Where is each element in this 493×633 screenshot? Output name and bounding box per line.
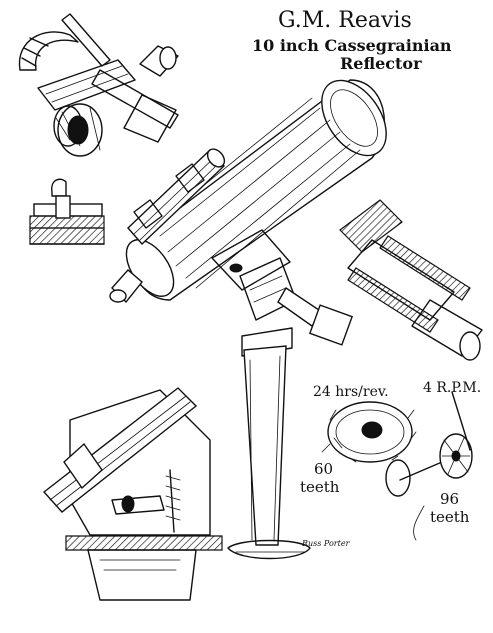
right-gear-teeth-word: teeth (430, 508, 470, 526)
title-line2: 10 inch Cassegrainian (252, 36, 452, 55)
bracket-detail-sketch (18, 13, 179, 157)
finder-scope (127, 148, 226, 246)
right-gear-teeth-count: 96 (440, 490, 459, 508)
clamp-section-sketch (29, 178, 105, 245)
drive-gear-sketch (321, 391, 473, 541)
left-gear-teeth-count: 60 (314, 460, 333, 478)
tube-cradle (211, 229, 354, 346)
pier-column (227, 327, 311, 560)
rev-rate-label: 24 hrs/rev. (313, 384, 389, 400)
left-gear-teeth-word: teeth (300, 478, 340, 496)
rpm-label: 4 R.P.M. (423, 380, 481, 396)
tube-section-sketch (339, 199, 483, 361)
title-line3: Reflector (340, 54, 422, 73)
polar-axis-sketch (42, 387, 223, 601)
eyepiece (109, 269, 143, 304)
title-name: G.M. Reavis (278, 8, 412, 33)
artist-signature: Russ Porter (301, 539, 351, 548)
